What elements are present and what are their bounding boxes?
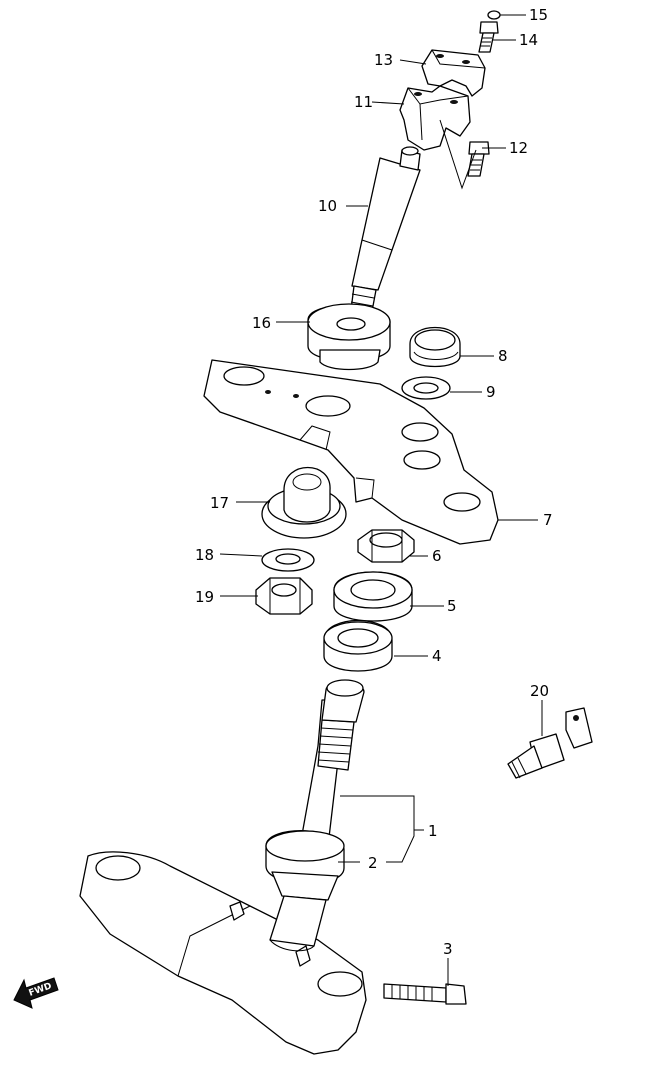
callout-9: 9 bbox=[486, 383, 496, 401]
callout-11: 11 bbox=[354, 93, 373, 111]
callout-17: 17 bbox=[210, 494, 229, 512]
callout-5: 5 bbox=[447, 597, 457, 615]
callout-12: 12 bbox=[509, 139, 528, 157]
callout-18: 18 bbox=[195, 546, 214, 564]
callout-19: 19 bbox=[195, 588, 214, 606]
part-15-oring bbox=[487, 10, 501, 20]
part-3-bolt bbox=[383, 983, 467, 1005]
callout-1: 1 bbox=[428, 822, 438, 840]
part-14-bolt bbox=[478, 21, 499, 53]
part-20-steering-lock bbox=[507, 707, 593, 779]
part-4-bearing bbox=[323, 620, 393, 672]
part-6-lock-nut bbox=[357, 529, 415, 563]
part-9-washer bbox=[401, 376, 451, 400]
bolt-12-guide-line bbox=[439, 119, 477, 190]
callout-2: 2 bbox=[368, 854, 378, 872]
callout-6: 6 bbox=[432, 547, 442, 565]
part-8-cap-nut bbox=[409, 326, 461, 368]
part-13-handlebar-clamp-upper bbox=[421, 49, 486, 97]
part-7-steering-stem-upper-bracket bbox=[203, 359, 499, 545]
fwd-direction-arrow-icon: FWD bbox=[13, 977, 59, 1009]
part-1-steering-stem-lower-bracket bbox=[79, 679, 367, 1055]
callout-13: 13 bbox=[374, 51, 393, 69]
callout-3: 3 bbox=[443, 940, 453, 958]
callout-labels: 15 14 13 11 12 10 16 8 9 7 17 6 18 19 5 … bbox=[195, 6, 553, 958]
part-5-bearing bbox=[333, 571, 413, 622]
part-19-nut bbox=[255, 577, 313, 615]
callout-16: 16 bbox=[252, 314, 271, 332]
part-16-stem-nut bbox=[307, 303, 391, 371]
callout-7: 7 bbox=[543, 511, 553, 529]
part-10-steering-shaft bbox=[349, 146, 421, 323]
callout-8: 8 bbox=[498, 347, 508, 365]
part-17-bearing-cover bbox=[261, 467, 347, 539]
callout-20: 20 bbox=[530, 682, 549, 700]
callout-10: 10 bbox=[318, 197, 337, 215]
part-11-handlebar-holder bbox=[399, 85, 471, 151]
leader-lines bbox=[219, 14, 543, 986]
part-18-washer bbox=[261, 548, 315, 572]
callout-4: 4 bbox=[432, 647, 442, 665]
callout-14: 14 bbox=[519, 31, 538, 49]
callout-15: 15 bbox=[529, 6, 548, 24]
part-12-bolt bbox=[467, 141, 490, 177]
